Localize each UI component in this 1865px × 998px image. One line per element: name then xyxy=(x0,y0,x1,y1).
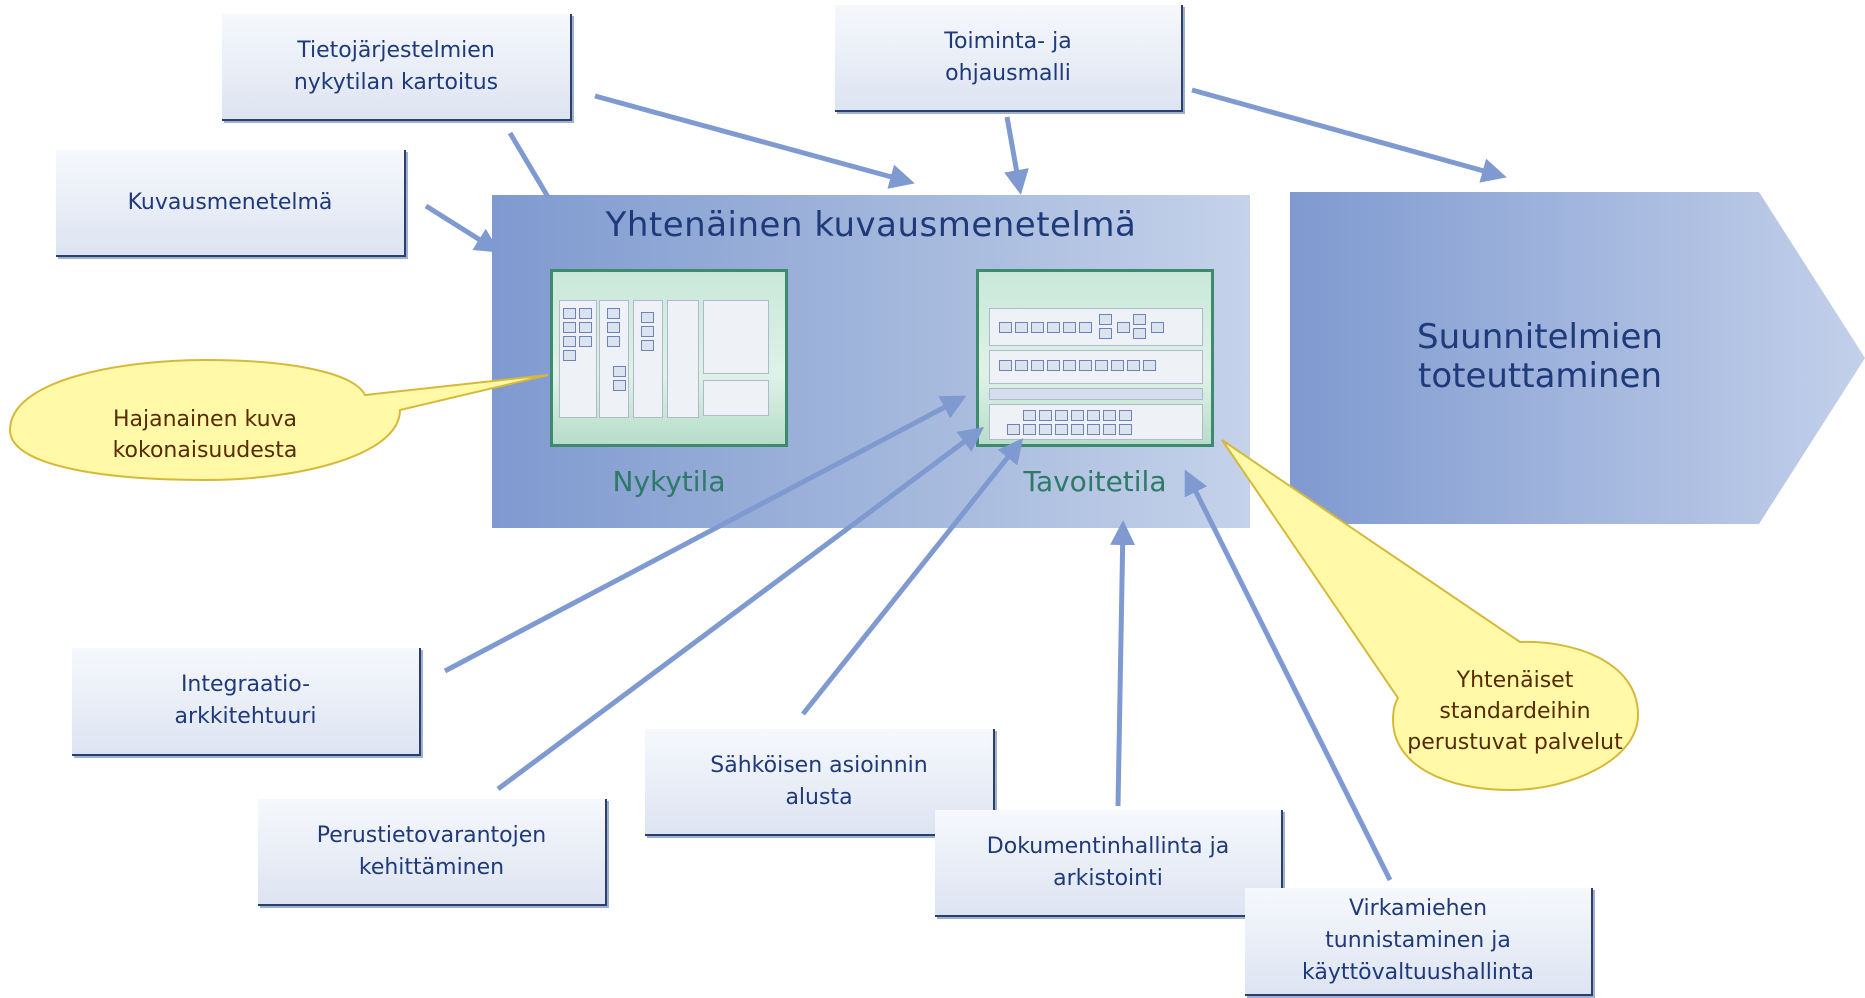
module-square xyxy=(613,366,626,377)
box-integraatio: Integraatio- arkkitehtuuri xyxy=(72,648,421,756)
module-square xyxy=(1111,360,1124,371)
module-square xyxy=(1063,322,1076,333)
module-square xyxy=(999,322,1012,333)
module-square xyxy=(1095,360,1108,371)
arrow-sahkoinen xyxy=(801,438,1024,716)
current-block xyxy=(703,300,769,374)
module-square xyxy=(1063,360,1076,371)
module-square xyxy=(1031,322,1044,333)
module-square xyxy=(613,380,626,391)
box-kartoitus: Tietojärjestelmien nykytilan kartoitus xyxy=(222,14,572,121)
callout-yhtenaiset-text: Yhtenäiset standardeihin perustuvat palv… xyxy=(1407,668,1623,755)
module-square xyxy=(999,360,1012,371)
module-square xyxy=(1055,424,1068,435)
module-square xyxy=(579,308,592,319)
module-square xyxy=(1103,410,1116,421)
box-dokumentti: Dokumentinhallinta ja arkistointi xyxy=(935,810,1283,917)
module-square xyxy=(1133,314,1146,325)
arrow-kartoitus-to-panel xyxy=(507,131,551,199)
module-square xyxy=(1007,424,1020,435)
module-square xyxy=(1023,424,1036,435)
arrow-kuvausmenetelma-to-panel xyxy=(424,203,501,253)
current-block xyxy=(599,300,629,418)
module-square xyxy=(1055,410,1068,421)
box-toimintamalli: Toiminta- ja ohjausmalli xyxy=(835,5,1183,112)
module-square xyxy=(1079,322,1092,333)
module-square xyxy=(1117,322,1130,333)
current-state-label: Nykytila xyxy=(612,465,726,498)
chevron-shape xyxy=(1290,192,1865,524)
module-square xyxy=(1039,410,1052,421)
current-block xyxy=(667,300,699,418)
callout-hajanainen-text: Hajanainen kuva kokonaisuudesta xyxy=(112,407,298,463)
module-square xyxy=(1119,410,1132,421)
implementation-chevron: Suunnitelmien toteuttaminen xyxy=(1290,192,1865,524)
module-square xyxy=(1015,322,1028,333)
module-square xyxy=(1047,322,1060,333)
current-block xyxy=(559,300,597,418)
module-square xyxy=(1127,360,1140,371)
arrow-kartoitus-to-target xyxy=(594,93,915,189)
main-panel: Yhtenäinen kuvausmenetelmä Nykyti xyxy=(492,195,1250,528)
module-square xyxy=(579,322,592,333)
target-state-label: Tavoitetila xyxy=(1023,465,1167,498)
module-square xyxy=(607,322,620,333)
module-square xyxy=(1099,314,1112,325)
module-square xyxy=(607,308,620,319)
target-state-image xyxy=(976,269,1214,447)
module-square xyxy=(1079,360,1092,371)
box-kuvausmenetelma: Kuvausmenetelmä xyxy=(56,150,406,257)
module-square xyxy=(1133,328,1146,339)
arrow-dokumentti xyxy=(1110,520,1136,807)
module-square xyxy=(563,322,576,333)
box-perustieto: Perustietovarantojen kehittäminen xyxy=(258,799,607,906)
arrow-perustieto xyxy=(496,427,985,792)
module-square xyxy=(1071,410,1084,421)
target-layer xyxy=(989,388,1203,400)
module-square xyxy=(563,350,576,361)
module-square xyxy=(1119,424,1132,435)
module-square xyxy=(563,336,576,347)
module-square xyxy=(1143,360,1156,371)
arrow-toimintamalli-to-implementation xyxy=(1191,87,1507,183)
arrow-toimintamalli-to-target xyxy=(1004,116,1029,195)
module-square xyxy=(1031,360,1044,371)
current-state-image xyxy=(550,269,788,447)
box-virkamies: Virkamiehen tunnistaminen ja käyttövaltu… xyxy=(1245,888,1593,996)
callout-yhtenaiset-shape xyxy=(1221,439,1640,792)
module-square xyxy=(1103,424,1116,435)
arrow-integraatio xyxy=(443,395,967,674)
module-square xyxy=(1071,424,1084,435)
module-square xyxy=(1047,360,1060,371)
arrow-virkamies xyxy=(1184,469,1393,882)
current-block xyxy=(703,380,769,416)
module-square xyxy=(1015,360,1028,371)
module-square xyxy=(1099,328,1112,339)
module-square xyxy=(1023,410,1036,421)
module-square xyxy=(641,312,654,323)
module-square xyxy=(641,326,654,337)
module-square xyxy=(563,308,576,319)
module-square xyxy=(607,336,620,347)
module-square xyxy=(641,340,654,351)
module-square xyxy=(1087,424,1100,435)
module-square xyxy=(1087,410,1100,421)
module-square xyxy=(1151,322,1164,333)
module-square xyxy=(579,336,592,347)
callout-hajanainen-shape xyxy=(8,358,549,482)
main-title: Yhtenäinen kuvausmenetelmä xyxy=(605,205,1137,245)
implementation-text: Suunnitelmien toteuttaminen xyxy=(1417,317,1663,396)
module-square xyxy=(1039,424,1052,435)
